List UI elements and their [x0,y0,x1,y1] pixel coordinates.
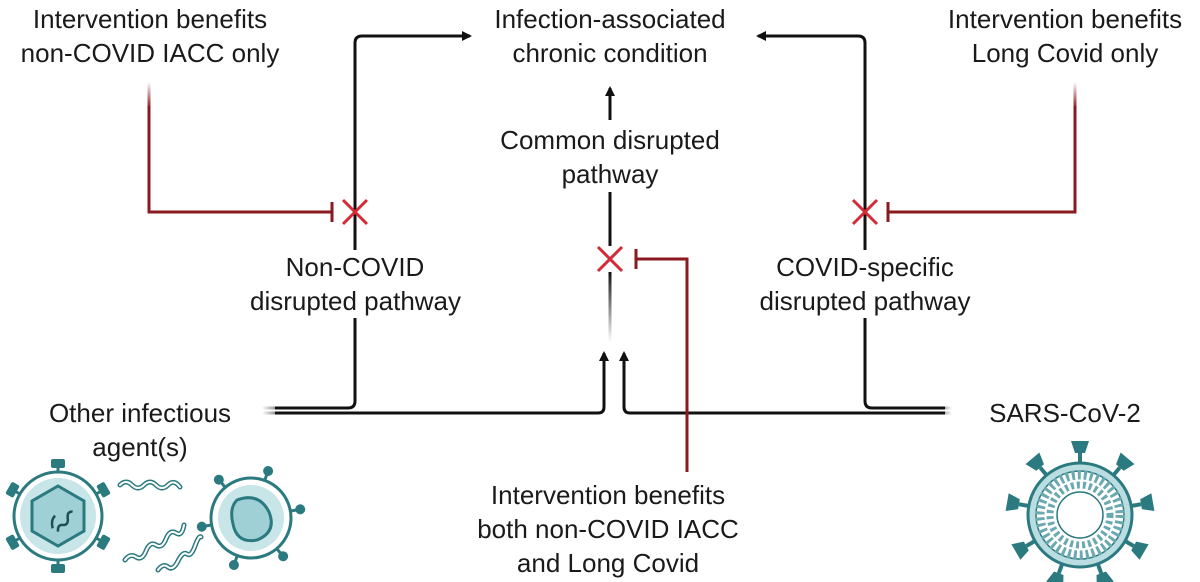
non-covid-line-1: Non-COVID [285,252,425,282]
center-fade-line [608,272,612,342]
intervention-left-line [147,106,332,214]
intervention-center-line [636,257,689,472]
block-x-center [596,245,624,273]
right-feed-line [619,351,945,415]
intervention-lines [147,106,1077,472]
intervention-right-line [888,106,1077,214]
block-x-left [341,198,369,226]
right-source-fade [930,406,952,410]
intervention-right-line-1: Intervention benefits [947,4,1183,34]
left-source-line-2: agent(s) [92,432,188,462]
intervention-center-line-3: and Long Covid [516,548,700,578]
intervention-right-line-2: Long Covid only [971,38,1159,68]
outcome-line-1: Infection-associated [494,4,726,34]
right-pathway-line [756,31,945,410]
spiral-bacteria-icon [117,479,204,573]
common-pathway-line-2: pathway [561,159,659,189]
left-source-label: Other infectious agent(s) [30,396,250,464]
outcome-line-2: chronic condition [512,38,708,68]
round-virus-icon [196,466,306,570]
covid-pathway-label: COVID-specific disrupted pathway [758,250,972,318]
common-pathway-line-1: Common disrupted [500,125,720,155]
intervention-right-label: Intervention benefits Long Covid only [930,2,1200,70]
right-source-label: SARS-CoV-2 [965,396,1165,430]
intervention-left-line-2: non-COVID IACC only [20,38,280,68]
intervention-center-label: Intervention benefits both non-COVID IAC… [458,478,758,580]
intervention-center-line-2: both non-COVID IACC [477,514,739,544]
pathway-lines [275,31,945,415]
non-covid-pathway-label: Non-COVID disrupted pathway [250,250,462,318]
right-source-line-1: SARS-CoV-2 [989,398,1141,428]
intervention-left-label: Intervention benefits non-COVID IACC onl… [0,2,300,70]
sars-cov-2-virion-icon [1005,441,1155,582]
covid-line-2: disrupted pathway [759,286,971,316]
left-feed-line [275,351,609,415]
left-pathway-line [275,31,472,410]
left-source-line-1: Other infectious [48,398,232,428]
non-covid-line-2: disrupted pathway [250,286,462,316]
outcome-label: Infection-associated chronic condition [475,2,745,70]
block-x-right [851,198,879,226]
hexagonal-virus-icon [5,459,111,573]
fade-lines [262,272,952,415]
block-marks [341,198,879,273]
covid-line-1: COVID-specific [776,252,954,282]
common-pathway-label: Common disrupted pathway [480,123,740,191]
intervention-left-line-1: Intervention benefits [32,4,268,34]
intervention-center-line-1: Intervention benefits [490,480,726,510]
